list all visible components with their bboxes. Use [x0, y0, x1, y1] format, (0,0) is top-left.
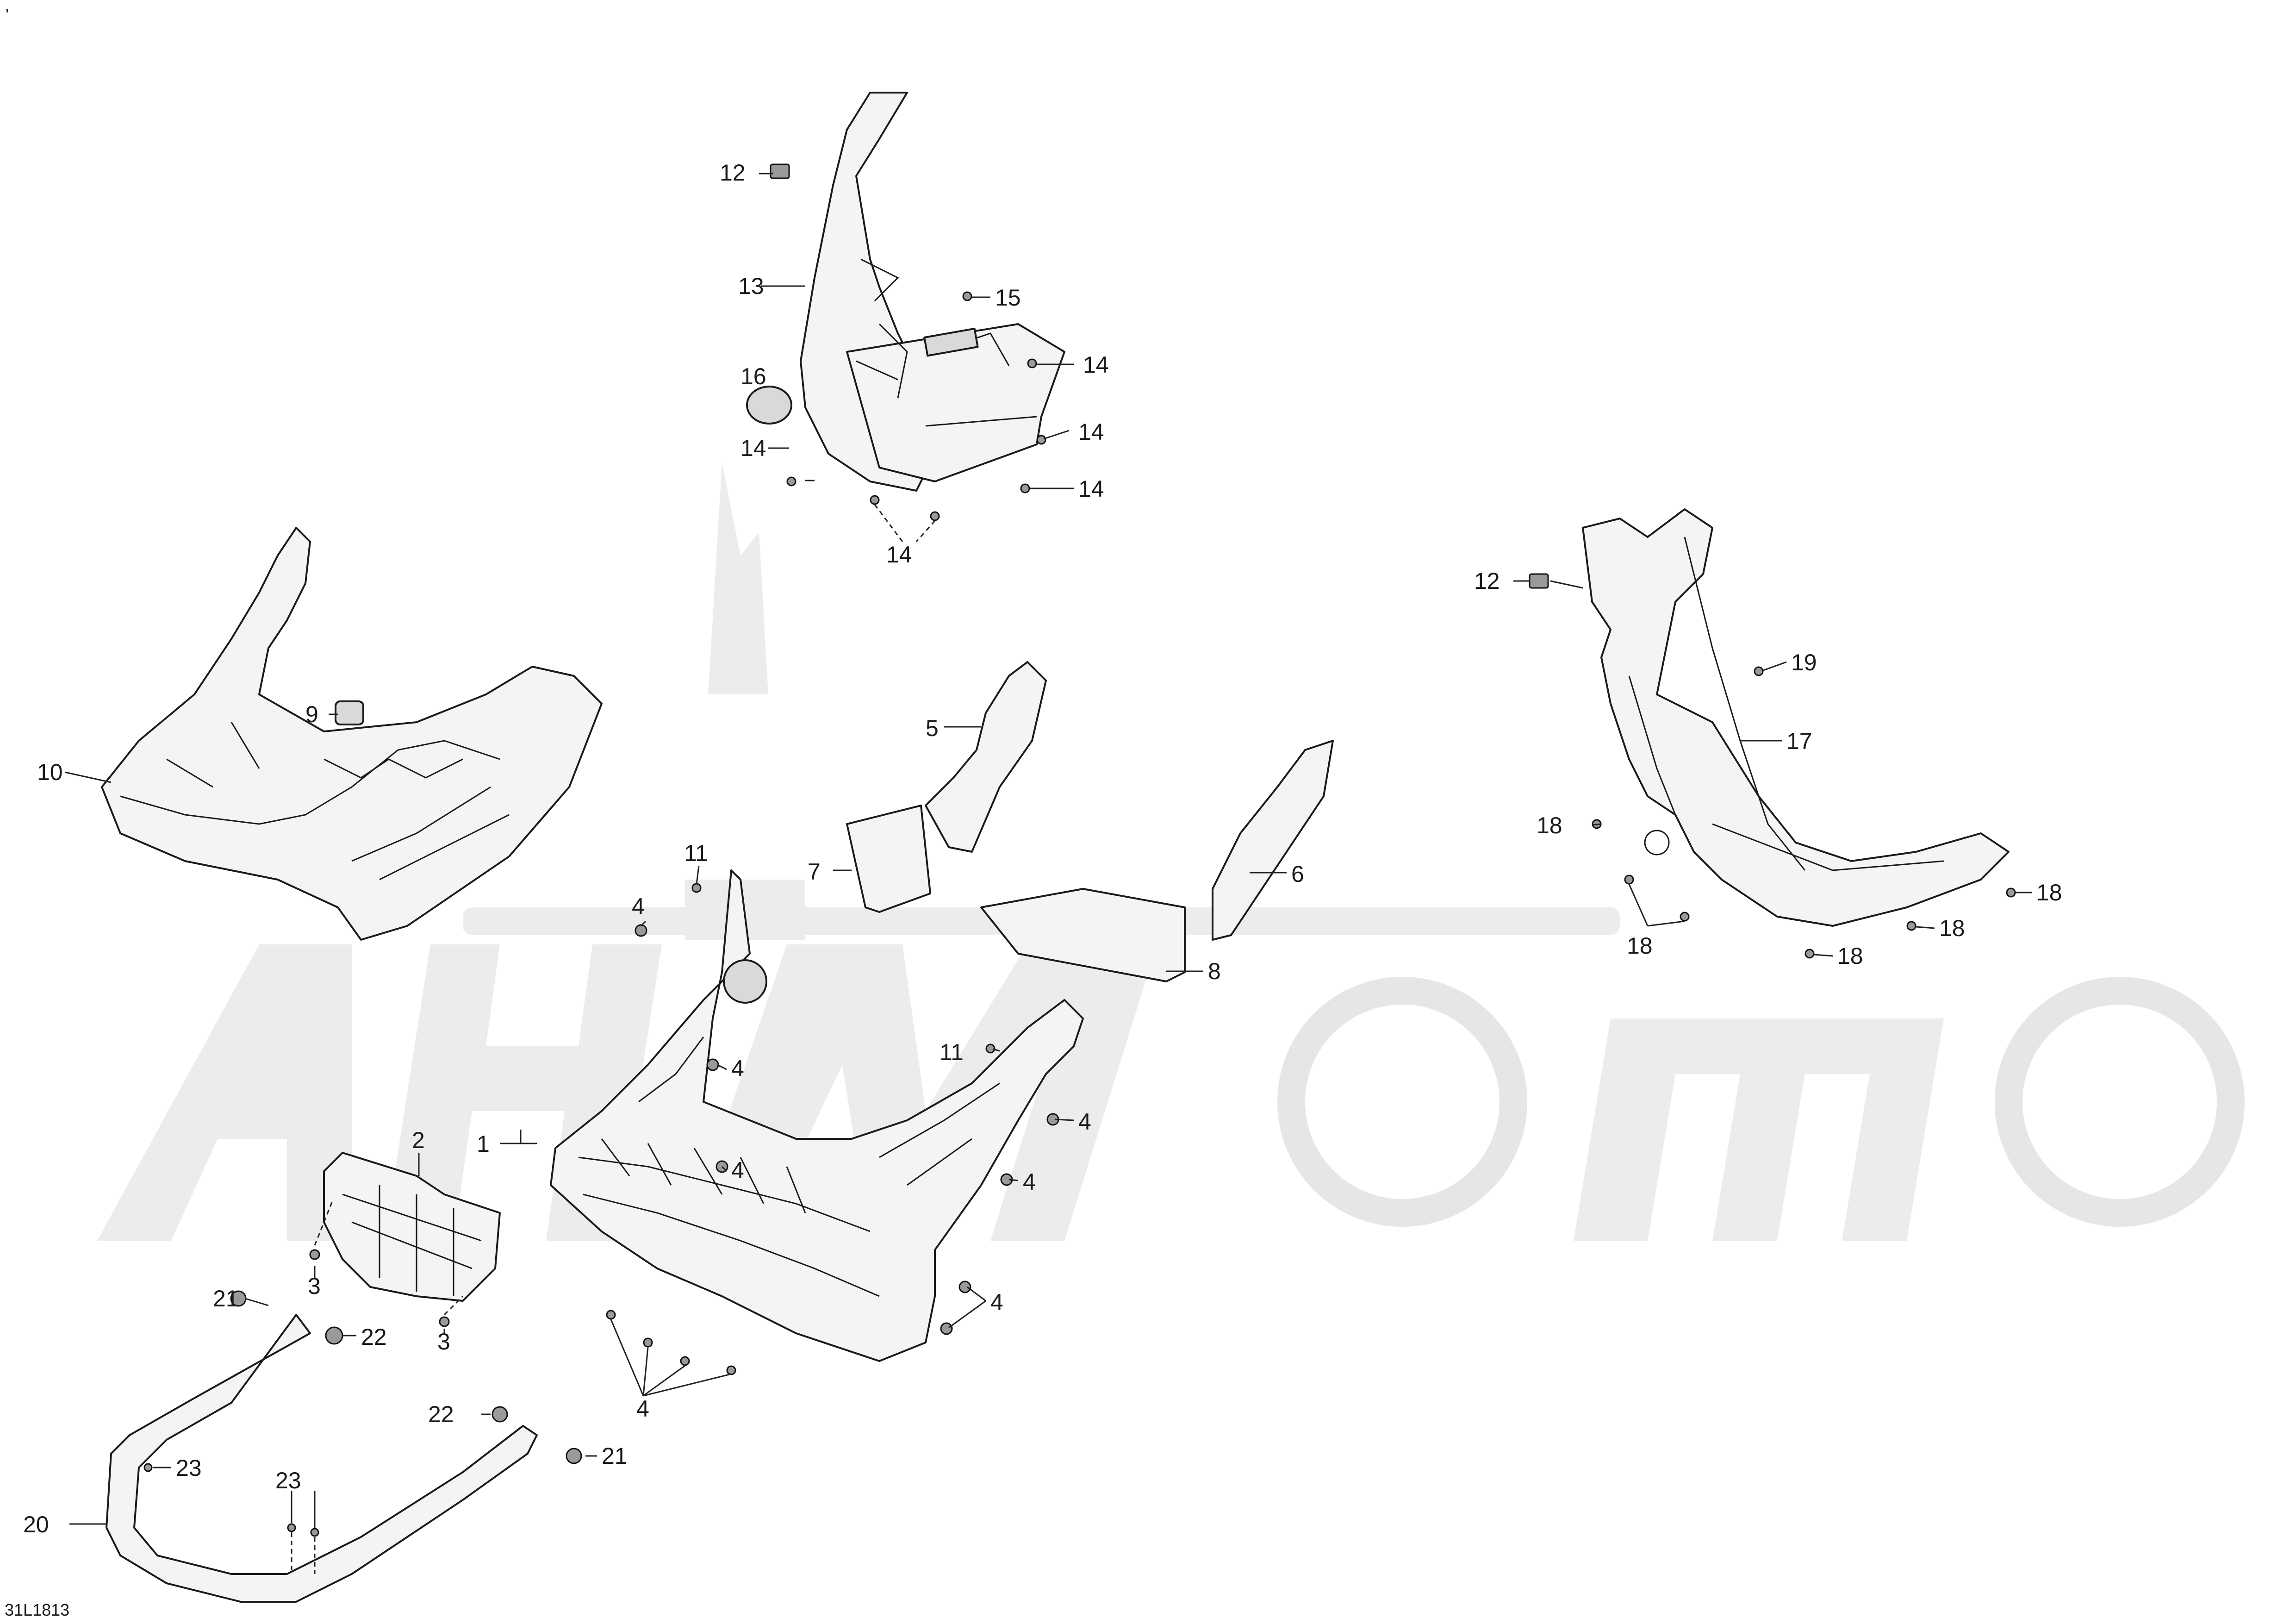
callout-22-right: 22	[428, 1401, 454, 1427]
callout-14-left: 14	[740, 435, 766, 461]
part-5-panel	[925, 661, 1047, 853]
leader-lines	[64, 173, 2032, 1574]
callout-12-right: 12	[1474, 568, 1500, 594]
callout-7: 7	[808, 859, 821, 885]
callout-17: 17	[1786, 728, 1812, 754]
callout-3-right: 3	[437, 1329, 450, 1355]
callout-18-right-low: 18	[1939, 915, 1965, 941]
part-8-panel	[980, 888, 1186, 982]
part-1-front-fairing	[550, 869, 1084, 1362]
callout-4-right-c: 4	[990, 1289, 1003, 1315]
part-16-cap	[746, 386, 792, 425]
callout-18-bottom: 18	[1837, 943, 1863, 969]
callout-4-mid: 4	[731, 1056, 744, 1081]
callout-labels: 12 13 15 16 14 14 14 14 14 9 10 5 7 6 11…	[23, 160, 2062, 1537]
callout-23-bottom: 23	[275, 1468, 301, 1493]
callout-21-right: 21	[602, 1443, 628, 1469]
callout-18-bottom-left: 18	[1627, 933, 1653, 959]
callout-22-left: 22	[361, 1324, 387, 1350]
callout-23-left: 23	[176, 1455, 202, 1481]
callout-12-top: 12	[720, 160, 746, 186]
callout-14-bottom: 14	[886, 542, 912, 568]
callout-18-left: 18	[1537, 812, 1562, 838]
part-2-bracket	[323, 1152, 501, 1302]
callout-8: 8	[1208, 958, 1221, 984]
callout-1: 1	[477, 1131, 490, 1157]
callout-13: 13	[738, 273, 764, 299]
diagram-code: 31L1813	[5, 1600, 69, 1619]
callout-3-left: 3	[308, 1273, 321, 1299]
callout-15: 15	[995, 285, 1021, 311]
callout-6: 6	[1291, 861, 1304, 887]
callout-4-right-a: 4	[1078, 1109, 1091, 1135]
callout-4-right-b: 4	[1023, 1169, 1036, 1195]
part-17-side-panel	[1582, 508, 2010, 927]
callout-19: 19	[1791, 650, 1817, 675]
callout-9: 9	[305, 701, 318, 727]
callout-4-top: 4	[632, 893, 645, 919]
part-10-left-fairing	[101, 527, 603, 941]
callout-4-center: 4	[731, 1157, 744, 1183]
callout-2: 2	[412, 1127, 425, 1153]
part-6-panel	[1212, 740, 1334, 941]
part-9-pad	[335, 700, 364, 725]
callout-10: 10	[37, 759, 63, 785]
part-7-pad	[846, 805, 931, 913]
callout-14-right-top: 14	[1083, 352, 1109, 378]
callout-11-left: 11	[684, 840, 708, 866]
callout-18-right-top: 18	[2036, 880, 2062, 906]
part-20-bumper-rail	[106, 1314, 538, 1603]
callout-21-left: 21	[213, 1286, 239, 1312]
callout-11-right: 11	[940, 1039, 964, 1065]
callout-16: 16	[740, 363, 766, 389]
callout-14-right-mid: 14	[1078, 419, 1104, 445]
corner-mark: '	[6, 5, 9, 24]
part-13-upper-panel	[800, 92, 1065, 492]
callout-20: 20	[23, 1512, 49, 1537]
callout-14-right-low: 14	[1078, 476, 1104, 502]
callout-4-bottom: 4	[636, 1396, 649, 1422]
callout-5: 5	[926, 715, 939, 741]
